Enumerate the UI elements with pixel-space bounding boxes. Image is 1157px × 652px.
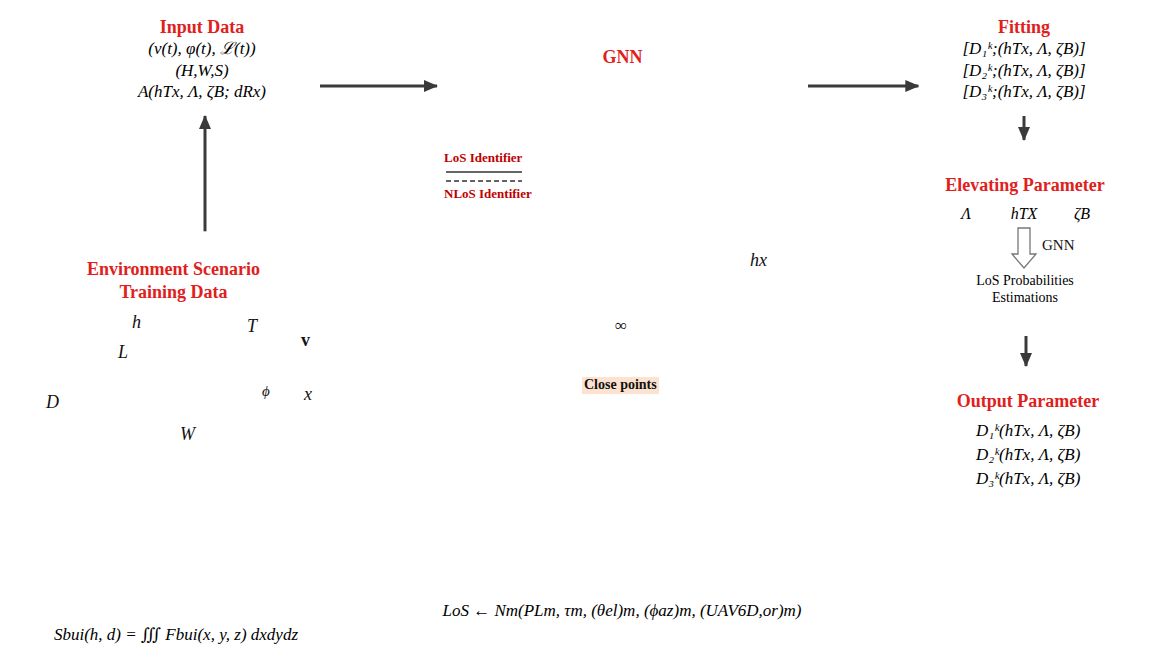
legend-text: LoS Identifier: [444, 150, 522, 166]
vector-label: v: [301, 330, 310, 352]
brace: [957, 421, 972, 492]
estimation-box: LoS Probabilities Estimations: [950, 268, 1100, 312]
axis-label: x: [304, 384, 312, 406]
fitting-ellipse: Fitting[D₁ᵏ;(hTx, Λ, ζB)][D₂ᵏ;(hTx, Λ, ζ…: [904, 2, 1144, 116]
node-text: (ν(t), φ(t), ℒ(t)): [148, 38, 255, 59]
node-text: D₂ᵏ(hTx, Λ, ζB): [976, 444, 1080, 465]
legend-line: [446, 170, 526, 174]
heading: Fitting: [998, 16, 1050, 39]
node-text: Sbui(h, d) = ∭ Fbui(x, y, z) dxdydz: [54, 624, 298, 645]
heading: Input Data: [160, 16, 245, 39]
region-label: Close points: [582, 377, 659, 394]
node-text: (H,W,S): [175, 60, 228, 81]
output-ellipse: Output ParameterD₁ᵏ(hTx, Λ, ζB) D₂ᵏ(hTx, …: [912, 366, 1144, 546]
node-text: D₃ᵏ(hTx, Λ, ζB): [976, 468, 1080, 489]
scenario-ellipse: Environment Scenario Training Data: [2, 228, 345, 618]
heading: Environment Scenario Training Data: [74, 258, 274, 303]
flow-arrow: [1025, 336, 1028, 366]
node-text: A(hTx, Λ, ζB; dRx): [138, 81, 266, 102]
legend-line: [446, 179, 526, 183]
parameter-ellipse: Elevating ParameterΛhTX ζB LoS Probabiliti…: [904, 140, 1146, 336]
symbol-label: ∞: [615, 316, 627, 336]
node-text: D₁ᵏ(hTx, Λ, ζB): [976, 420, 1080, 441]
parameter-circle: ζB: [1062, 200, 1102, 228]
parameter-circle: Λ: [946, 200, 986, 228]
flow-arrow: [320, 85, 437, 88]
parameter-circle: hTX: [1000, 200, 1048, 228]
heading: GNN: [603, 46, 643, 69]
angle-label: ϕ: [262, 382, 270, 400]
force-label: T: [247, 316, 257, 338]
node-text: [D₃ᵏ;(hTx, Λ, ζB)]: [962, 81, 1085, 102]
axis-label: L: [118, 342, 128, 364]
flow-arrow: [204, 116, 207, 231]
formula-box: Sbui(h, d) = ∭ Fbui(x, y, z) dxdydz: [12, 620, 340, 650]
flow-arrow: [1023, 116, 1026, 140]
force-label: W: [180, 424, 195, 446]
input-ellipse: Input Data(ν(t), φ(t), ℒ(t))(H,W,S)A(hTx…: [68, 2, 336, 116]
gnn-illustration: [446, 73, 798, 559]
force-label: D: [46, 392, 59, 414]
flow-arrow: [808, 85, 918, 88]
node-text: LoS ← Nm(PLm, τm, (θel)m, (ϕaz)m, (UAV6D…: [442, 600, 801, 621]
node-text: LoS Probabilities Estimations: [955, 273, 1095, 307]
node-text: Λ: [961, 204, 971, 224]
axis-label: h: [132, 312, 141, 334]
edge-label: GNN: [1042, 236, 1075, 254]
height-label: hx: [750, 250, 767, 272]
node-text: hTX: [1011, 204, 1038, 224]
node-text: [D₂ᵏ;(hTx, Λ, ζB)]: [962, 60, 1085, 81]
heading: Output Parameter: [912, 390, 1144, 413]
ellipse-shape: [904, 140, 1146, 336]
scenario-illustration: [62, 322, 300, 614]
legend-text: NLoS Identifier: [444, 186, 532, 202]
formula-box: LoS ← Nm(PLm, τm, (θel)m, (ϕaz)m, (UAV6D…: [403, 594, 841, 628]
heading: Elevating Parameter: [945, 174, 1104, 197]
node-text: [D₁ᵏ;(hTx, Λ, ζB)]: [962, 38, 1085, 59]
flow-arrow: [1012, 228, 1036, 268]
node-text: ζB: [1074, 204, 1090, 224]
